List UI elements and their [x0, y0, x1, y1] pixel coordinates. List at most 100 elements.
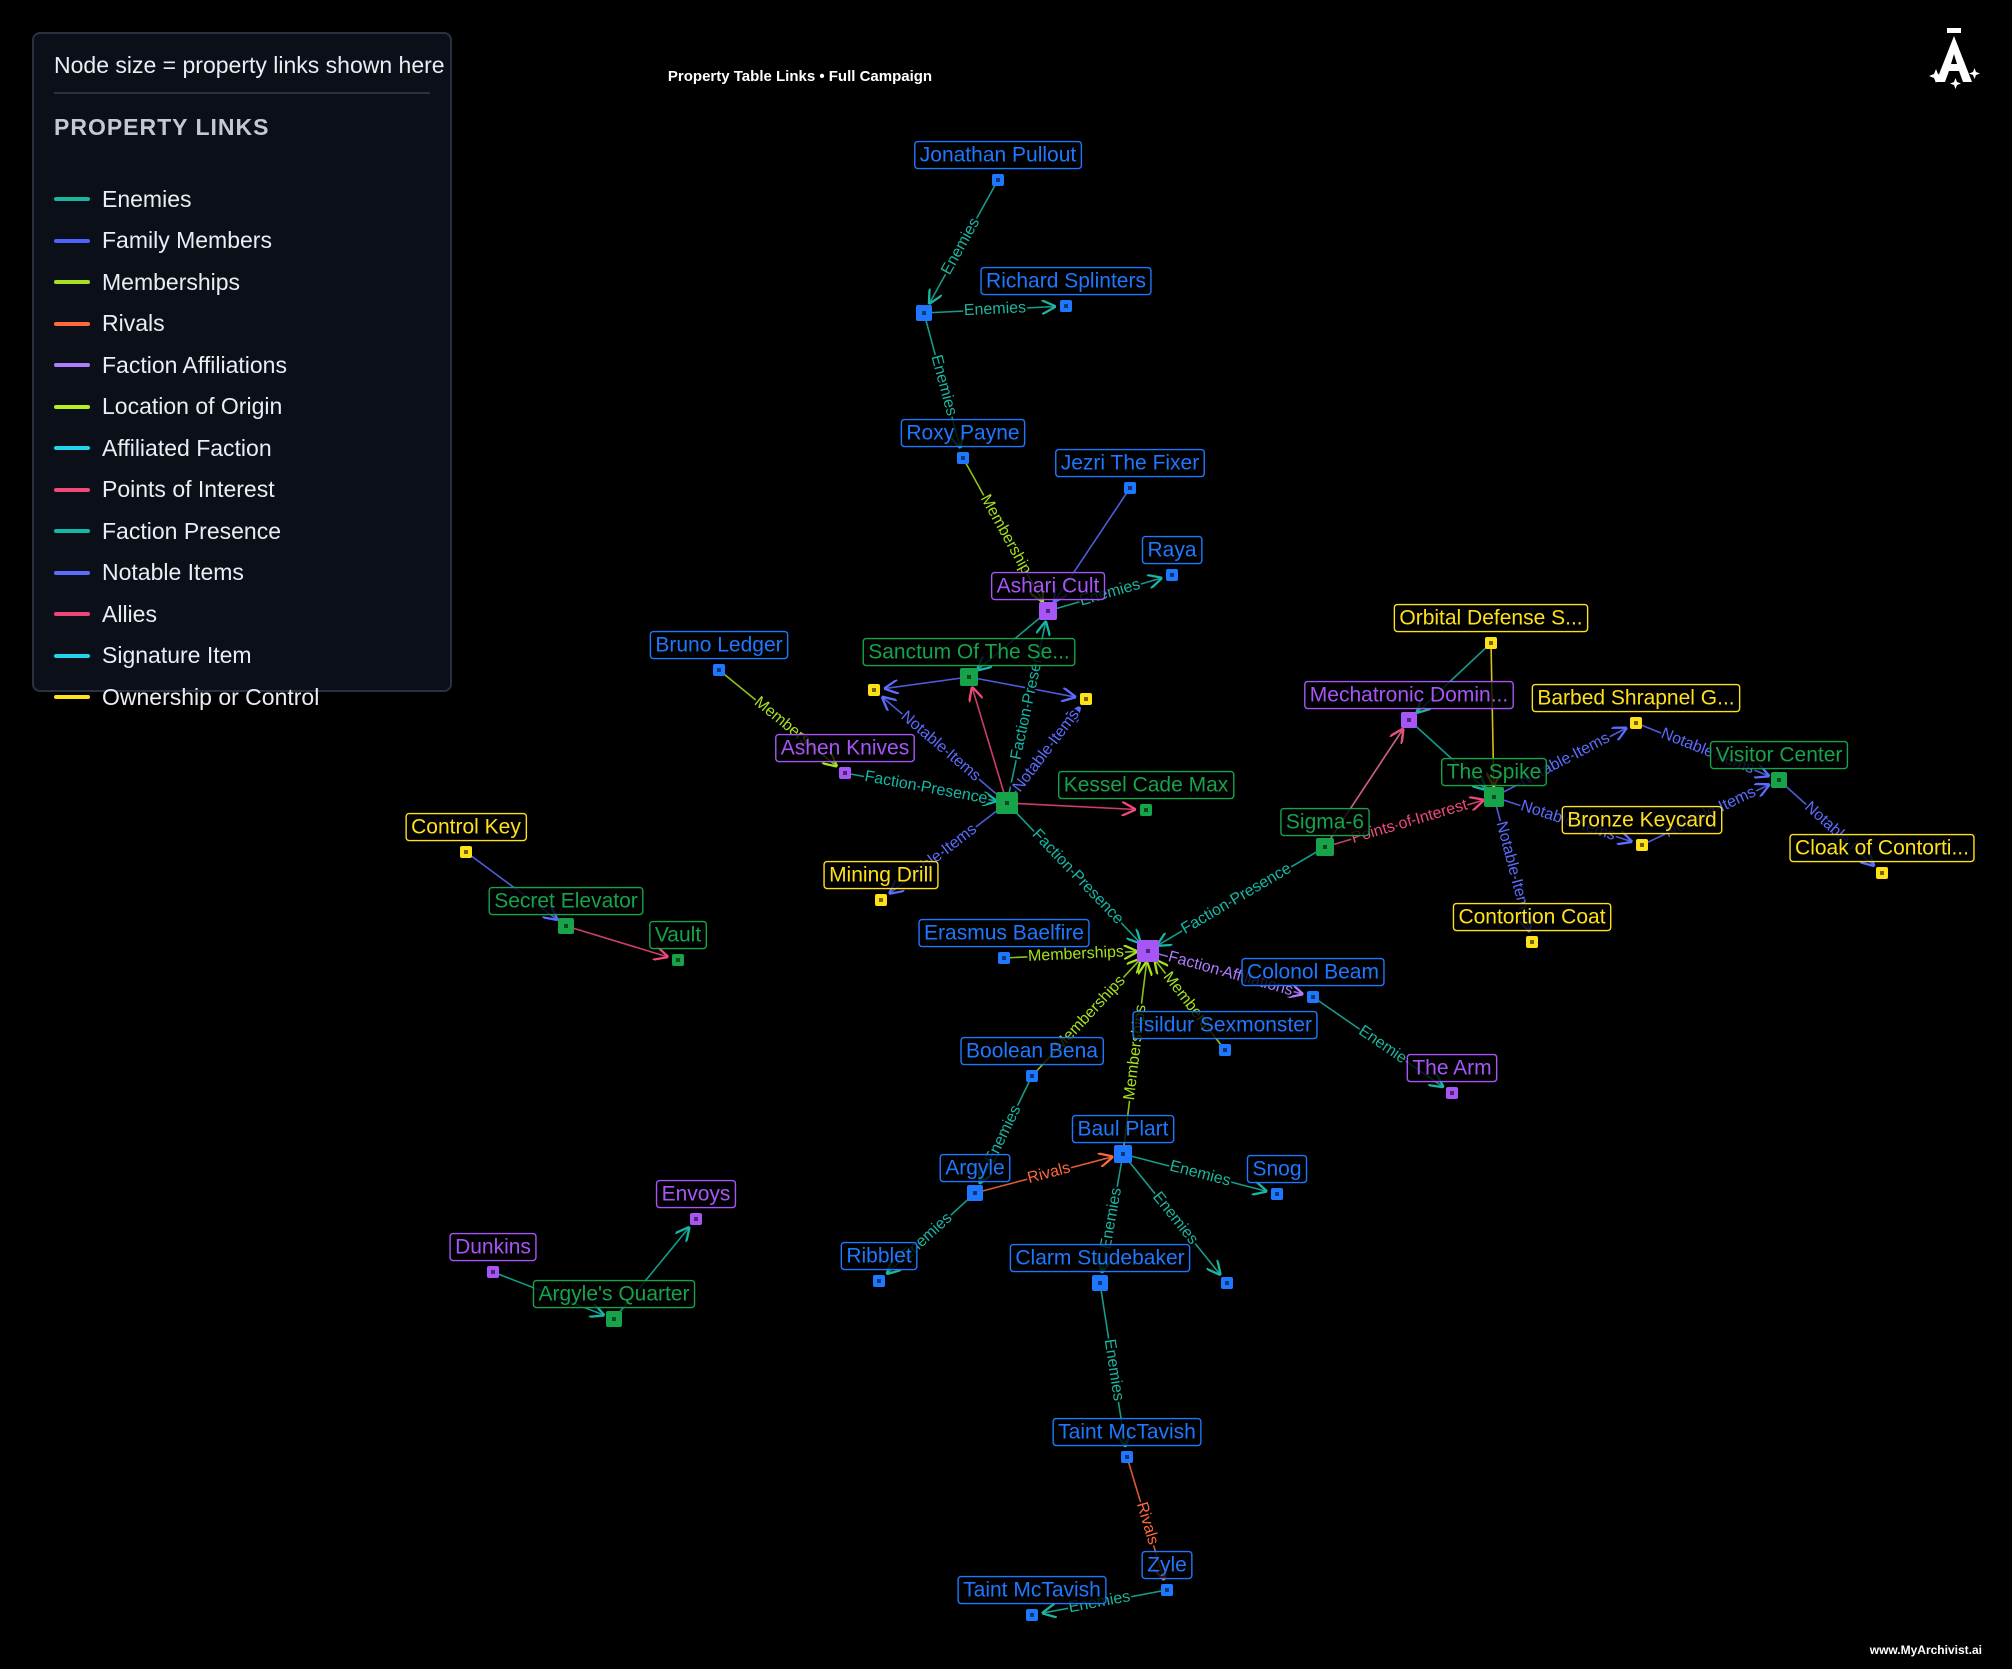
- node-label[interactable]: Dunkins: [455, 1236, 531, 1259]
- node-cloak[interactable]: Cloak of Contorti...: [1789, 833, 1975, 879]
- node-label[interactable]: Ashari Cult: [997, 575, 1100, 598]
- node-label[interactable]: Taint McTavish: [1058, 1421, 1196, 1444]
- node-unlabeled[interactable]: [1221, 1277, 1233, 1289]
- node-label[interactable]: Jonathan Pullout: [920, 144, 1077, 167]
- node-contortion[interactable]: Contortion Coat: [1452, 902, 1612, 948]
- node-label[interactable]: Ashen Knives: [781, 737, 909, 760]
- edge-label: Enemies: [927, 353, 960, 418]
- node-argyle[interactable]: Argyle: [939, 1153, 1011, 1201]
- node-zyle[interactable]: Zyle: [1141, 1550, 1193, 1596]
- footer-url[interactable]: www.MyArchivist.ai: [1869, 1643, 1982, 1657]
- node-label[interactable]: Boolean Bena: [966, 1040, 1098, 1063]
- node-taint1[interactable]: Taint McTavish: [1052, 1417, 1202, 1463]
- node-dunkins[interactable]: Dunkins: [449, 1232, 537, 1278]
- node-ashari[interactable]: Ashari Cult: [990, 571, 1106, 620]
- node-spike[interactable]: The Spike: [1441, 757, 1547, 807]
- node-hubLoc[interactable]: [996, 792, 1018, 814]
- node-label[interactable]: Snog: [1252, 1158, 1301, 1181]
- node-label[interactable]: Roxy Payne: [906, 422, 1019, 445]
- node-label[interactable]: Bruno Ledger: [655, 634, 782, 657]
- node-label[interactable]: Ribblet: [846, 1245, 912, 1268]
- node-baul[interactable]: Baul Plart: [1071, 1114, 1175, 1163]
- node-envoys[interactable]: Envoys: [655, 1179, 737, 1225]
- node-label[interactable]: Cloak of Contorti...: [1795, 837, 1969, 860]
- node-orbital[interactable]: Orbital Defense S...: [1393, 603, 1589, 649]
- node-label[interactable]: Baul Plart: [1077, 1118, 1168, 1141]
- node-label[interactable]: Vault: [655, 924, 701, 947]
- legend-label: Signature Item: [102, 642, 252, 668]
- node-label[interactable]: Clarm Studebaker: [1015, 1247, 1184, 1270]
- node-label[interactable]: Secret Elevator: [494, 890, 638, 913]
- edge-label: Rivals: [1133, 1500, 1162, 1547]
- legend-label: Memberships: [102, 268, 241, 295]
- node-label[interactable]: The Arm: [1412, 1057, 1491, 1080]
- node-ribblet[interactable]: Ribblet: [840, 1241, 918, 1287]
- node-label[interactable]: Contortion Coat: [1458, 906, 1605, 929]
- node-sigma[interactable]: Sigma-6: [1280, 807, 1370, 856]
- node-label-box: [655, 1179, 737, 1209]
- node-boolean[interactable]: Boolean Bena: [960, 1036, 1104, 1082]
- node-label[interactable]: Bronze Keycard: [1567, 809, 1716, 832]
- node-jonathan[interactable]: Jonathan Pullout: [914, 140, 1083, 186]
- node-isildur[interactable]: Isildur Sexmonster: [1132, 1010, 1318, 1056]
- node-bruno[interactable]: Bruno Ledger: [649, 630, 789, 676]
- node-label[interactable]: Barbed Shrapnel G...: [1537, 687, 1734, 710]
- node-label[interactable]: Control Key: [411, 816, 521, 839]
- legend-item: Rivals: [54, 309, 165, 339]
- node-label[interactable]: Taint McTavish: [963, 1579, 1101, 1602]
- node-glyph: [1492, 795, 1496, 799]
- node-ashen[interactable]: Ashen Knives: [775, 733, 915, 779]
- node-colonol[interactable]: Colonol Beam: [1241, 957, 1385, 1003]
- node-raya[interactable]: Raya: [1141, 535, 1203, 581]
- node-roxy[interactable]: Roxy Payne: [900, 418, 1026, 464]
- node-label[interactable]: Raya: [1147, 539, 1196, 562]
- legend-item: Enemies: [54, 184, 191, 214]
- node-glyph: [1121, 1152, 1125, 1156]
- node-kessel[interactable]: Kessel Cade Max: [1058, 770, 1235, 816]
- node-label[interactable]: Richard Splinters: [986, 270, 1146, 293]
- node-mining[interactable]: Mining Drill: [823, 860, 939, 906]
- node-hubTop[interactable]: [916, 305, 932, 321]
- node-barbed[interactable]: Barbed Shrapnel G...: [1531, 683, 1741, 729]
- node-label[interactable]: Envoys: [662, 1183, 731, 1206]
- node-label[interactable]: Sanctum Of The Se...: [868, 641, 1070, 664]
- node-vault[interactable]: Vault: [649, 920, 708, 966]
- node-label[interactable]: Argyle's Quarter: [538, 1283, 689, 1306]
- node-visitor[interactable]: Visitor Center: [1709, 740, 1849, 788]
- node-mechatronic[interactable]: Mechatronic Domin...: [1304, 680, 1514, 728]
- node-label[interactable]: Zyle: [1147, 1554, 1187, 1577]
- node-label[interactable]: The Spike: [1447, 761, 1542, 784]
- node-label[interactable]: Kessel Cade Max: [1064, 774, 1229, 797]
- node-secret[interactable]: Secret Elevator: [488, 886, 644, 934]
- node-snog[interactable]: Snog: [1246, 1154, 1308, 1200]
- edge-sanctum-item1: [884, 676, 970, 689]
- node-label[interactable]: Mining Drill: [829, 864, 933, 887]
- node-label[interactable]: Orbital Defense S...: [1399, 607, 1582, 630]
- node-clarm[interactable]: Clarm Studebaker: [1009, 1243, 1191, 1291]
- legend-divider: [54, 92, 430, 94]
- node-item1[interactable]: [868, 684, 880, 696]
- node-label[interactable]: Jezri The Fixer: [1061, 452, 1199, 475]
- node-control[interactable]: Control Key: [405, 812, 528, 858]
- node-jezri[interactable]: Jezri The Fixer: [1055, 448, 1205, 494]
- node-label[interactable]: Isildur Sexmonster: [1138, 1014, 1312, 1037]
- node-hubFac[interactable]: [1137, 940, 1159, 962]
- node-taint2[interactable]: Taint McTavish: [957, 1575, 1107, 1621]
- node-argylesq[interactable]: Argyle's Quarter: [532, 1279, 696, 1327]
- archivist-logo[interactable]: [1926, 28, 1982, 92]
- node-label-box: [649, 920, 708, 950]
- node-thearm[interactable]: The Arm: [1406, 1053, 1498, 1099]
- node-erasmus[interactable]: Erasmus Baelfire: [918, 918, 1090, 964]
- node-sanctum[interactable]: Sanctum Of The Se...: [862, 637, 1076, 686]
- node-label[interactable]: Colonol Beam: [1247, 961, 1379, 984]
- node-item2[interactable]: [1080, 693, 1092, 705]
- node-label[interactable]: Argyle: [945, 1157, 1005, 1180]
- node-label[interactable]: Mechatronic Domin...: [1310, 684, 1508, 707]
- node-label[interactable]: Visitor Center: [1716, 744, 1843, 767]
- node-label[interactable]: Sigma-6: [1286, 811, 1364, 834]
- node-label-box: [1709, 740, 1849, 770]
- node-richard[interactable]: Richard Splinters: [980, 266, 1152, 312]
- node-label[interactable]: Erasmus Baelfire: [924, 922, 1084, 945]
- node-bronze[interactable]: Bronze Keycard: [1561, 805, 1723, 851]
